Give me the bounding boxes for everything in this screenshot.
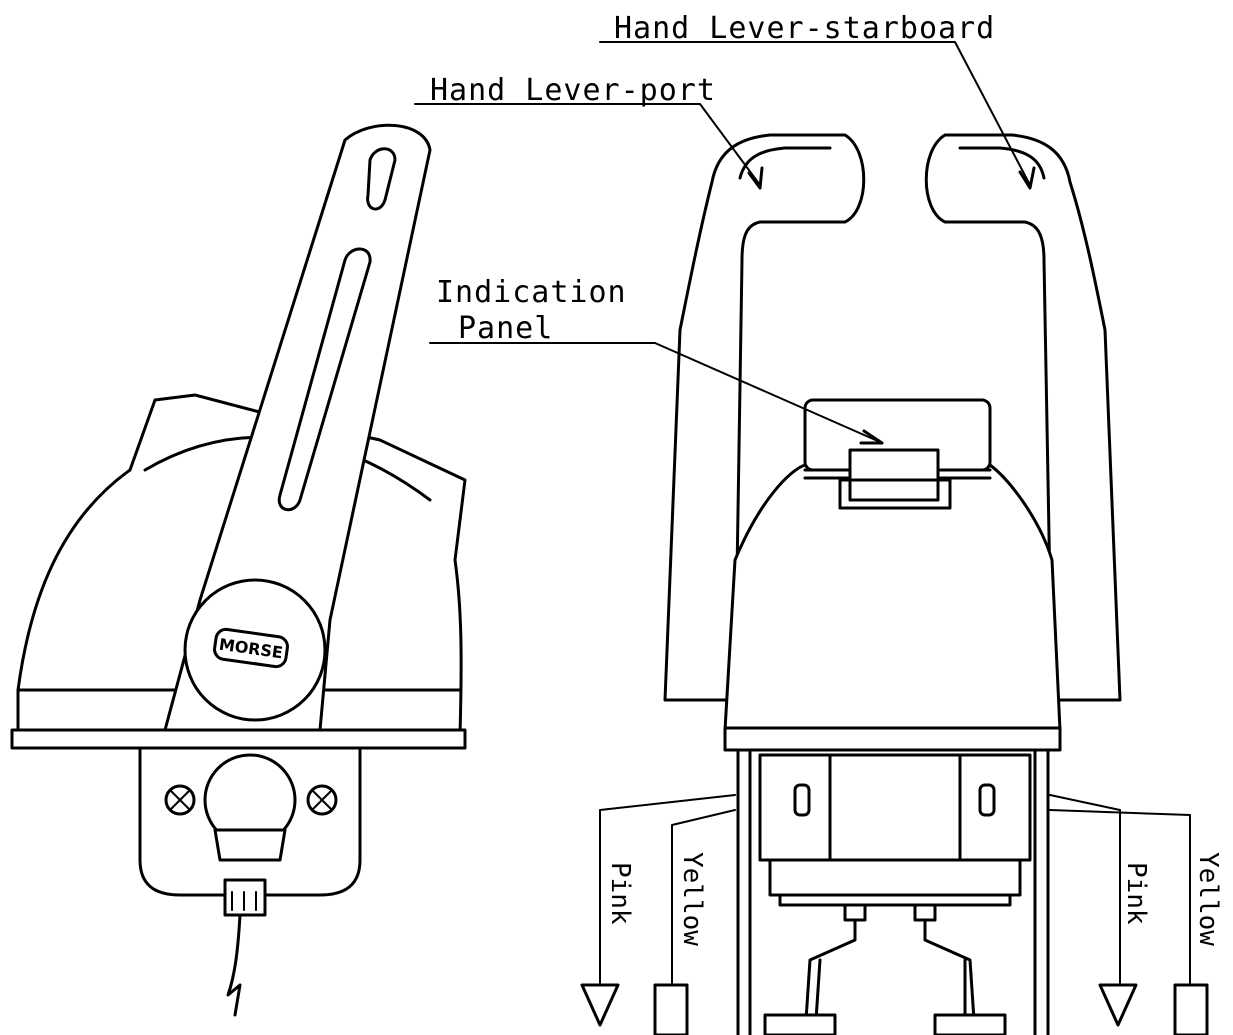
side-cable [226,913,242,1017]
callout-indication-panel-line1: Indication [436,275,627,310]
center-actuator [828,753,962,862]
front-column [736,748,1050,1035]
side-connector-neck [213,828,287,862]
port-yellow-terminal [653,983,689,1035]
callout-hand-lever-starboard: Hand Lever-starboard [614,11,995,46]
right-screw-cross [312,790,332,810]
port-actuator-knob [793,783,811,817]
callout-hand-lever-port: Hand Lever-port [430,73,716,108]
callout-starboard-arrow [1018,166,1036,190]
wire-label-port-yellow: Yellow [677,852,707,946]
side-base-plate [10,728,467,750]
wire-label-stbd-pink: Pink [1121,862,1151,925]
starboard-yellow-terminal [1173,983,1209,1035]
wire-label-port-pink: Pink [605,862,635,925]
starboard-actuator-knob [978,783,996,817]
side-plug-pins [231,891,257,911]
callout-indication-arrow [859,429,884,445]
port-wire-leads [599,794,736,986]
front-view [580,133,1209,1035]
indication-panel-window-inner [838,478,952,510]
port-lever-inner [738,146,832,180]
starboard-pink-terminal [1098,983,1138,1027]
starboard-lever-inner [958,146,1046,180]
starboard-wire-leads [1049,794,1191,986]
front-housing [723,463,1062,732]
starboard-plug [933,1013,1007,1035]
left-screw-cross [170,790,190,810]
starboard-hand-lever [924,133,1122,702]
front-base-plate [723,726,1062,752]
wire-label-stbd-yellow: Yellow [1193,852,1223,946]
callout-port-leader [414,103,761,186]
side-logo-badge [213,627,289,669]
right-screw-icon [306,784,338,816]
callout-indication-leader [429,342,881,443]
callout-indication-panel-line2: Panel [458,311,553,346]
side-view: MORSE [10,123,467,1017]
port-hand-lever [663,133,866,702]
port-plug [763,1013,837,1035]
wire-labels: Pink Yellow Pink Yellow [605,852,1223,946]
callouts: Hand Lever-starboard Hand Lever-port Ind… [414,11,1036,445]
port-pink-terminal [580,983,620,1027]
port-connector [843,903,867,922]
indication-panel-window [848,448,940,502]
callout-starboard-leader [599,41,1031,186]
actuator-frame [768,858,1022,907]
left-screw-icon [164,784,196,816]
callout-port-arrow [747,166,764,190]
side-lever-slot-lower [277,247,372,511]
starboard-connector [913,903,937,922]
side-lever-slot-upper [366,147,397,211]
